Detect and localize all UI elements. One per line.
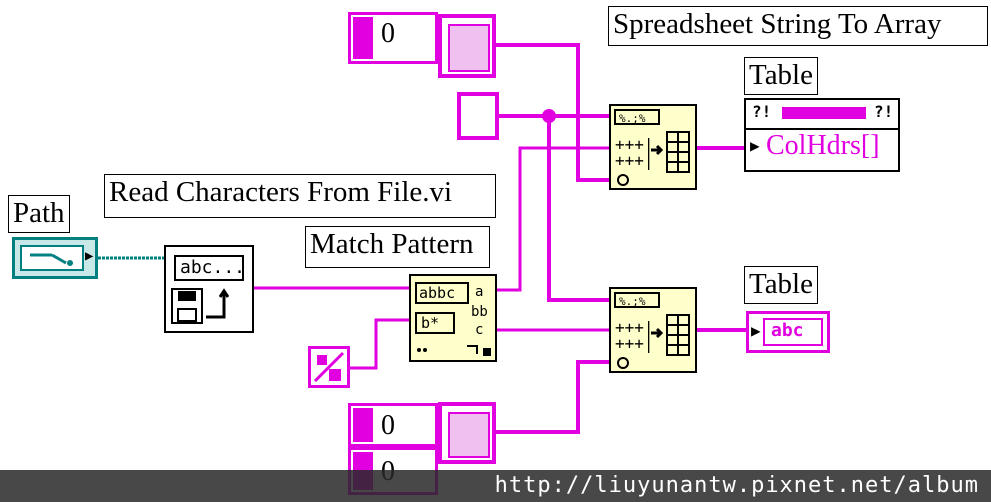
numeric-constant-top[interactable]: 0 xyxy=(348,12,438,64)
svg-text:%.;%: %.;% xyxy=(619,295,646,308)
warning-icon-left: ?! xyxy=(752,102,772,121)
numeric-value: 0 xyxy=(381,410,395,441)
warning-icon-right: ?! xyxy=(874,102,894,121)
colhdrs-property[interactable]: ColHdrs[] xyxy=(766,130,880,161)
table-top-label: Table xyxy=(744,57,818,95)
arrow-right-icon: ▶ xyxy=(751,321,761,340)
watermark-bar: http://liuyunantw.pixnet.net/album xyxy=(0,470,991,502)
read-chars-label: Read Characters From File.vi xyxy=(104,174,496,218)
path-icon xyxy=(30,253,73,266)
svg-text:+++|: +++| xyxy=(615,334,654,353)
arrow-right-icon: ▶ xyxy=(750,136,760,155)
read-icon-text: abc... xyxy=(180,257,246,278)
table-terminal[interactable]: ▶ abc xyxy=(746,311,830,353)
spreadsheet-string-to-array-top[interactable]: %.;% +++| +++| xyxy=(609,104,697,190)
numeric-constant-bottom-1[interactable]: 0 xyxy=(348,403,438,447)
match-outputs-icon: a bb c xyxy=(417,284,491,356)
format-wire-top xyxy=(496,43,610,182)
before-wire xyxy=(496,146,610,292)
table-property-node[interactable]: ?! ?! ▶ ColHdrs[] xyxy=(744,98,900,172)
read-characters-node[interactable]: abc... xyxy=(164,245,254,333)
increment-arrows-icon[interactable] xyxy=(353,408,373,442)
table-ref-bar xyxy=(782,107,866,119)
delimiter-branch-down xyxy=(547,116,610,302)
svg-text:+++|: +++| xyxy=(615,318,654,337)
delimiter-constant[interactable] xyxy=(457,92,499,140)
svg-text:+++|: +++| xyxy=(615,151,654,170)
svg-text:a: a xyxy=(475,284,483,300)
spreadsheet-label: Spreadsheet String To Array xyxy=(608,6,988,46)
svg-text:c: c xyxy=(475,322,483,338)
path-label: Path xyxy=(8,195,70,233)
table-bottom-label: Table xyxy=(744,266,818,304)
spreadsheet-string-to-array-bottom[interactable]: %.;% +++| +++| xyxy=(609,287,697,373)
table-terminal-text: abc xyxy=(771,320,804,341)
numeric-terminal-top[interactable] xyxy=(438,14,496,78)
regex-icon xyxy=(313,351,345,383)
numeric-value: 0 xyxy=(381,18,395,49)
regex-wire xyxy=(350,318,412,370)
match-pattern-text: b* xyxy=(421,314,440,332)
path-control[interactable]: ▶ xyxy=(12,237,98,279)
svg-text:%.;%: %.;% xyxy=(619,112,646,125)
match-pattern-node[interactable]: abbc b* a bb c xyxy=(409,274,497,362)
increment-arrows-icon[interactable] xyxy=(353,17,373,59)
wire-junction xyxy=(542,109,556,123)
floppy-icon xyxy=(171,288,230,324)
match-input-text: abbc xyxy=(419,284,456,302)
format-wire-bottom xyxy=(496,360,610,434)
regex-constant[interactable] xyxy=(308,346,350,388)
match-pattern-label: Match Pattern xyxy=(305,226,490,268)
arrow-right-icon: ▶ xyxy=(85,248,94,264)
numeric-terminal-bottom[interactable] xyxy=(438,402,496,464)
svg-text:bb: bb xyxy=(471,304,488,320)
property-node-header: ?! ?! xyxy=(746,100,898,130)
watermark-text: http://liuyunantw.pixnet.net/album xyxy=(494,473,979,498)
svg-text:+++|: +++| xyxy=(615,135,654,154)
